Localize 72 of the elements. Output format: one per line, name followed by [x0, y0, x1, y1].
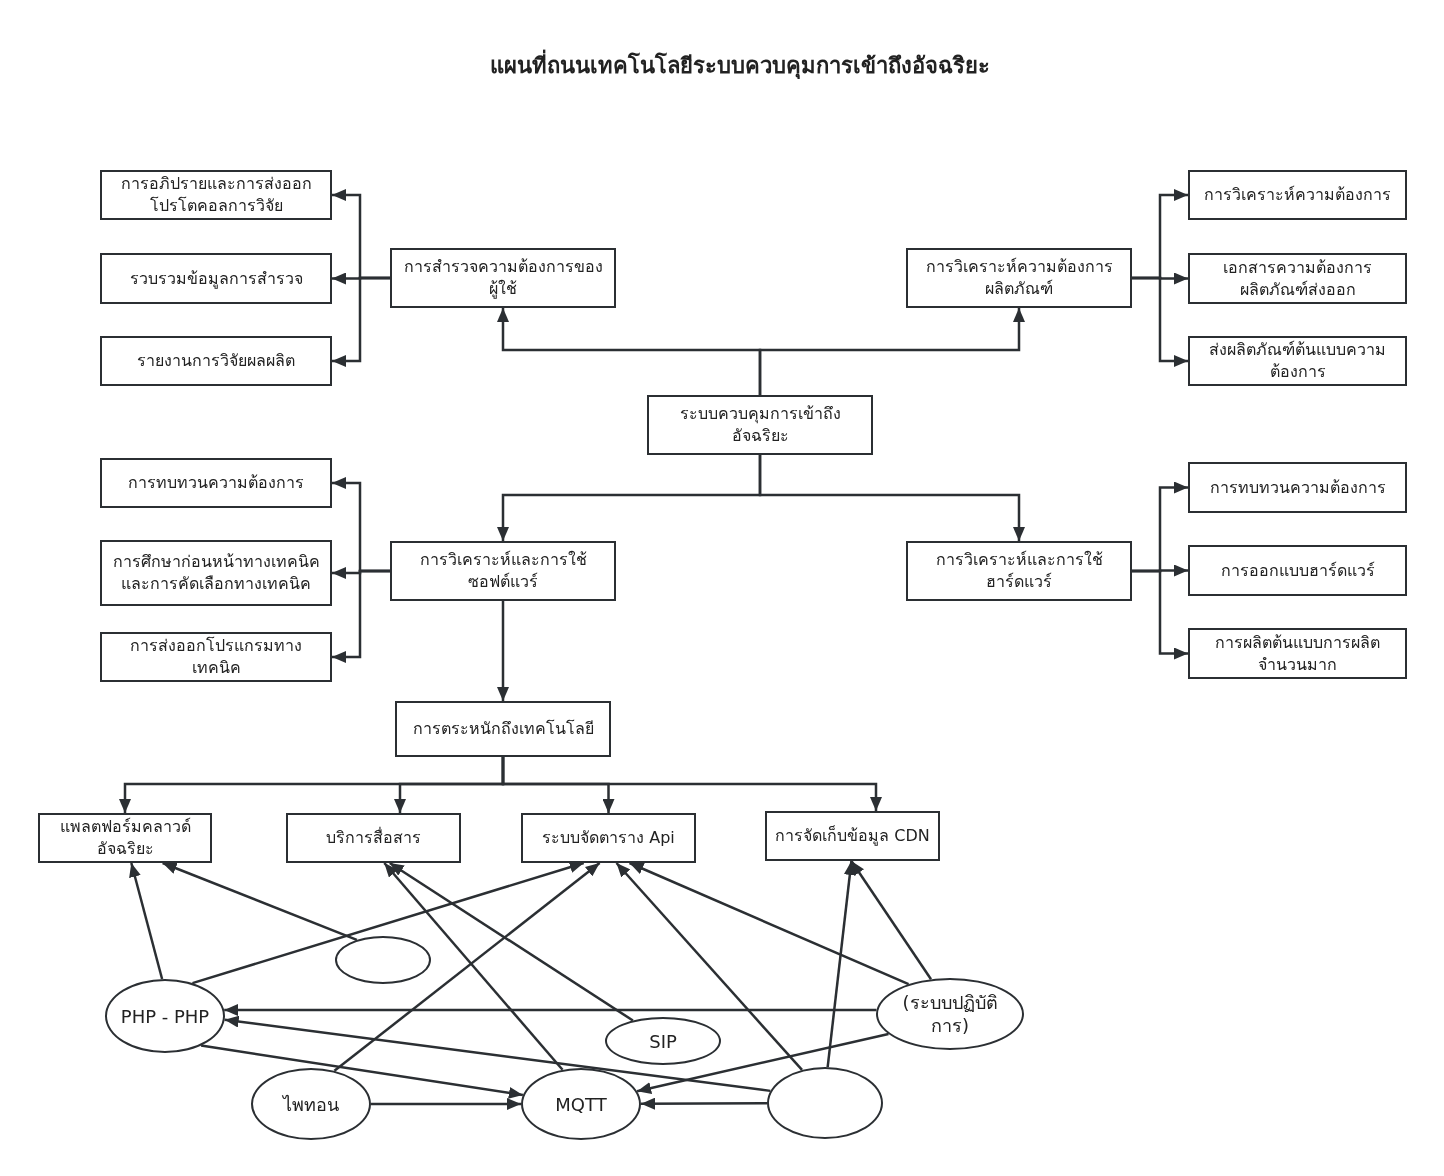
box-label: การสำรวจความต้องการของผู้ใช้: [402, 256, 604, 300]
arrow: [758, 308, 1025, 395]
process-box: [765, 811, 940, 861]
arrow: [501, 757, 882, 811]
process-box: [521, 813, 696, 863]
box-label: รวบรวมข้อมูลการสำรวจ: [129, 267, 303, 290]
diagram-title: แผนที่ถนนเทคโนโลยีระบบควบคุมการเข้าถึงอัจฉริยะ: [490, 50, 990, 82]
ellipse-label: (ระบบปฏิบัติการ): [901, 991, 999, 1037]
ellipse-node: [335, 936, 431, 984]
process-box: [395, 701, 611, 757]
process-box: [38, 813, 212, 863]
process-box: [647, 395, 873, 455]
process-box: [100, 170, 332, 220]
process-box: [1188, 253, 1407, 304]
ellipse-label: SIP: [649, 1029, 677, 1053]
arrow: [758, 455, 1025, 541]
arrow: [371, 1098, 521, 1110]
arrow: [332, 276, 390, 367]
box-label: ระบบจัดตาราง Api: [542, 827, 675, 849]
arrow: [200, 1044, 524, 1099]
process-box: [286, 813, 461, 863]
box-label: การศึกษาก่อนหน้าทางเทคนิคและการคัดเลือกทางเทคนิค: [111, 551, 321, 595]
process-box: [1188, 170, 1407, 220]
ellipse-label: ไพทอน: [283, 1092, 339, 1116]
arrow: [826, 860, 856, 1068]
box-label: การทบทวนความต้องการ: [128, 472, 304, 494]
ellipse-label: MQTT: [555, 1092, 607, 1116]
process-box: [906, 248, 1132, 308]
process-box: [1188, 462, 1407, 513]
box-label: การวิเคราะห์และการใช้ซอฟต์แวร์: [418, 549, 588, 593]
box-label: การส่งออกโปรแกรมทางเทคนิค: [129, 635, 303, 679]
arrow: [850, 860, 933, 980]
arrow: [1132, 276, 1188, 367]
box-label: ส่งผลิตภัณฑ์ต้นแบบความต้องการ: [1208, 339, 1387, 383]
arrow: [1132, 569, 1188, 660]
arrow: [636, 1032, 889, 1094]
box-label: แพลตฟอร์มคลาวด์อัจฉริยะ: [58, 816, 192, 860]
process-box: [1188, 545, 1407, 596]
box-label: การอภิปรายและการส่งออกโปรโตคอลการวิจัย: [119, 173, 313, 217]
box-label: การจัดเก็บข้อมูล CDN: [775, 825, 930, 847]
box-label: ระบบควบคุมการเข้าถึงอัจฉริยะ: [678, 403, 842, 447]
process-box: [906, 541, 1132, 601]
process-box: [1188, 336, 1407, 386]
process-box: [390, 248, 616, 308]
box-label: การตระหนักถึงเทคโนโลยี: [412, 718, 594, 740]
process-box: [100, 253, 332, 304]
process-box: [390, 541, 616, 601]
arrow: [332, 569, 390, 663]
box-label: การวิเคราะห์ความต้องการ: [1204, 184, 1391, 206]
arrow: [224, 1015, 771, 1093]
arrow: [192, 861, 585, 985]
ellipse-label: PHP - PHP: [120, 1004, 210, 1028]
process-box: [100, 458, 332, 508]
box-label: การวิเคราะห์ความต้องการผลิตภัณฑ์: [924, 256, 1114, 300]
process-box: [100, 540, 332, 606]
arrow: [497, 601, 509, 701]
process-box: [1188, 628, 1407, 679]
box-label: การออกแบบฮาร์ดแวร์: [1220, 559, 1375, 582]
arrow: [629, 861, 910, 986]
arrow: [162, 861, 358, 942]
box-label: รายงานการวิจัยผลผลิต: [137, 350, 295, 372]
arrow: [383, 862, 564, 1071]
process-box: [100, 336, 332, 386]
box-label: การทบทวนความต้องการ: [1209, 476, 1386, 499]
box-label: บริการสื่อสาร: [326, 827, 421, 849]
process-box: [100, 632, 332, 682]
arrow: [641, 1097, 767, 1110]
arrow: [224, 1004, 877, 1016]
box-label: เอกสารความต้องการผลิตภัณฑ์ส่งออก: [1222, 256, 1373, 301]
arrow: [129, 862, 164, 980]
box-label: การวิเคราะห์และการใช้ฮาร์ดแวร์: [934, 549, 1104, 593]
box-label: การผลิตต้นแบบการผลิตจำนวนมาก: [1214, 631, 1381, 676]
